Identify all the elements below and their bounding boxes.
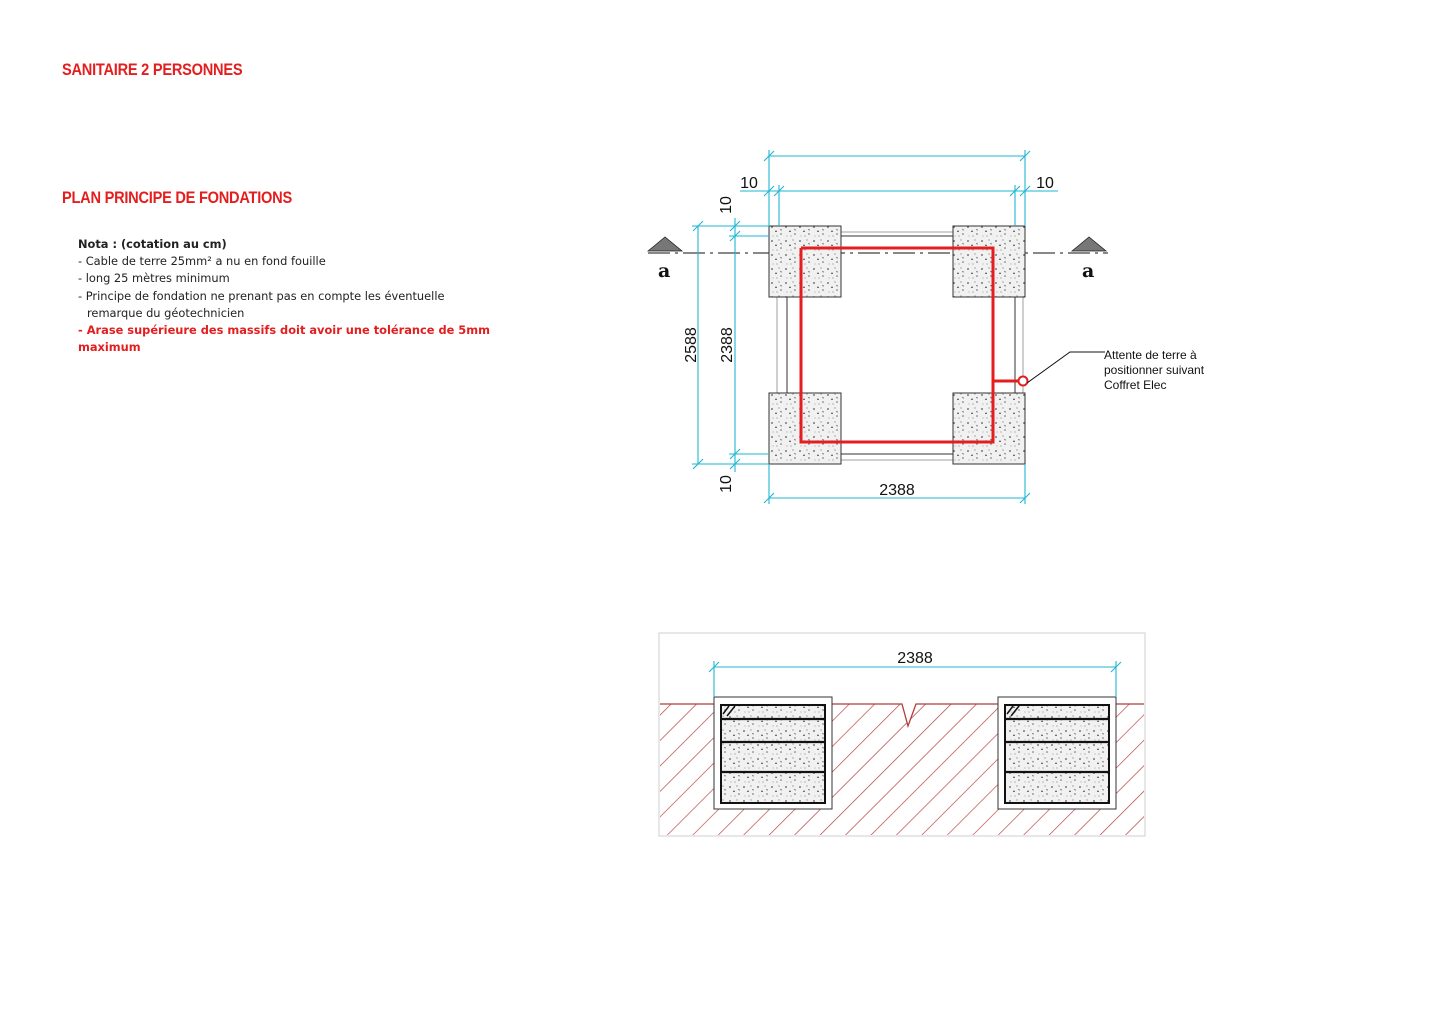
- section-mark-right: a: [1082, 260, 1094, 282]
- plan-view: a a Attente de terre à positionner suiva…: [646, 150, 1205, 504]
- note-line: - Principe de fondation ne prenant pas e…: [78, 288, 445, 303]
- foundation-pad: [952, 225, 1026, 298]
- callout-text: positionner suivant: [1104, 363, 1205, 377]
- foundation-block: [720, 704, 826, 804]
- foundation-pad: [768, 392, 842, 465]
- earth-terminal-icon: [1017, 375, 1029, 387]
- plan-dimensions: [692, 150, 1058, 504]
- notes-heading: Nota : (cotation au cm): [78, 237, 227, 251]
- notes-block: Nota : (cotation au cm) - Cable de terre…: [78, 236, 490, 356]
- dim-label: 2388: [719, 327, 736, 363]
- foundation-block: [1004, 704, 1110, 804]
- section-mark-left: a: [658, 260, 670, 282]
- dim-label: 10: [740, 175, 758, 192]
- section-dimension: [708, 661, 1122, 697]
- note-warning: - Arase supérieure des massifs doit avoi…: [78, 323, 490, 338]
- earth-cable-loop: [799, 246, 995, 444]
- section-title: PLAN PRINCIPE DE FONDATIONS: [62, 188, 292, 207]
- callout-text: Attente de terre à: [1104, 348, 1197, 362]
- note-line: remarque du géotechnicien: [87, 305, 245, 320]
- module-outline: [786, 235, 1016, 455]
- dim-label: 10: [1036, 175, 1054, 192]
- callout-text: Coffret Elec: [1104, 378, 1166, 392]
- foundation-pad: [768, 225, 842, 298]
- note-warning: maximum: [78, 340, 141, 355]
- foundation-pad: [952, 392, 1026, 465]
- module-outer-outline: [776, 231, 1024, 461]
- page-title: SANITAIRE 2 PERSONNES: [62, 60, 243, 79]
- note-line: - Cable de terre 25mm² a nu en fond foui…: [78, 254, 326, 269]
- note-line: - long 25 mètres minimum: [78, 271, 230, 286]
- dim-label: 10: [718, 196, 735, 214]
- dim-label: 2388: [879, 482, 915, 499]
- dim-label: 2588: [683, 327, 700, 363]
- section-arrow-left-icon: [646, 236, 684, 252]
- section-view: 2388: [658, 632, 1146, 837]
- callout-leader: [1026, 351, 1105, 384]
- dim-label: 2388: [897, 650, 933, 667]
- section-arrow-right-icon: [1070, 236, 1108, 252]
- dim-label: 10: [718, 475, 735, 493]
